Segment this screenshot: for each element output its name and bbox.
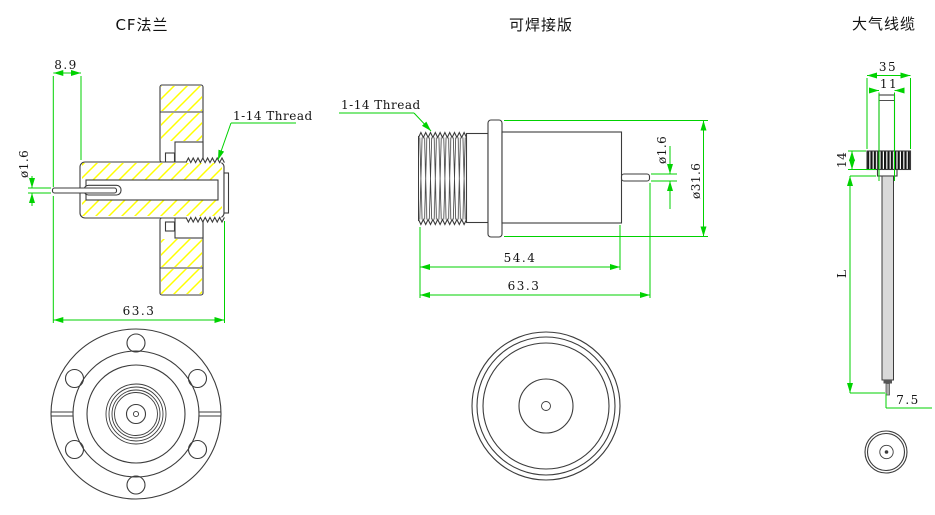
cf-side-view	[51, 84, 230, 296]
cable-front-pin	[884, 450, 889, 454]
cf-body-hatch-bottom	[82, 200, 222, 216]
cable-dim-pin-length: 7.5	[896, 393, 920, 407]
cf-dimensions: 8.9 ø1.6 63.3 1-14 Thread	[17, 58, 313, 323]
cf-thread-label: 1-14 Thread	[233, 109, 313, 123]
weldable-dim-body-length: 54.4	[504, 251, 537, 265]
weldable-front-view	[471, 331, 621, 481]
weldable-center-pin	[620, 173, 651, 182]
cf-thread-teeth-bottom	[185, 216, 225, 224]
cf-bolt-holes	[64, 333, 208, 495]
cf-edge-notches	[51, 411, 221, 417]
weldable-dim-flange-diameter: ø31.6	[689, 163, 703, 199]
cable-front-outer-circle	[864, 430, 908, 474]
weldable-side-view	[418, 119, 651, 238]
cf-lower-flange-hatch	[161, 239, 202, 267]
weldable-pin-front	[541, 401, 551, 411]
cable-jacket	[881, 175, 894, 381]
weldable-dim-pin-diameter: ø1.6	[655, 136, 669, 164]
weldable-flange-disc	[487, 119, 503, 238]
cable-dim-tube-diameter: 11	[880, 77, 898, 91]
cf-center-socket	[125, 403, 147, 425]
weldable-dim-total-length: 63.3	[508, 279, 541, 293]
cable-connector-tube	[878, 94, 896, 152]
cable-ferrule	[883, 380, 892, 384]
cf-lower-bolt-section	[164, 221, 176, 232]
cf-upper-flange-hatch	[161, 86, 202, 111]
cf-thread-rings	[105, 383, 167, 445]
air-cable-title: 大气线缆	[852, 15, 916, 33]
weldable-drawing: 可焊接版 1-14 Thread ø1.6 ø31.6	[339, 16, 708, 481]
weldable-body	[501, 131, 623, 224]
cf-center-pin-front	[132, 410, 140, 418]
cf-flange-inner-circle	[72, 350, 200, 478]
weldable-outer-circle	[471, 331, 621, 481]
cf-dim-pin-diameter: ø1.6	[17, 150, 31, 178]
cf-rear-step	[223, 172, 230, 214]
air-cable-dimensions: 35 11 14 L 7.5	[835, 60, 932, 409]
weldable-title: 可焊接版	[509, 16, 573, 34]
cable-front-insulator	[879, 444, 894, 460]
cf-body-hatch-top	[82, 163, 222, 180]
cf-upper-bolt-section	[164, 152, 176, 163]
weldable-thread-teeth-top	[418, 131, 467, 139]
weldable-neck	[465, 132, 489, 224]
cf-flange-outer-circle	[50, 328, 222, 500]
weldable-dimensions: 1-14 Thread ø1.6 ø31.6 54.4 63.3	[339, 98, 708, 298]
weldable-thread-section	[418, 136, 467, 221]
cf-center-pin	[51, 187, 118, 194]
weldable-thread-label: 1-14 Thread	[341, 98, 421, 112]
weldable-thread-teeth-bottom	[418, 218, 467, 226]
cf-dim-total-length: 63.3	[123, 304, 156, 318]
cf-flange-title: CF法兰	[115, 16, 168, 34]
cf-dim-pin-protrusion: 8.9	[54, 58, 78, 72]
cf-flange-drawing: CF法兰	[17, 16, 313, 500]
weldable-insulator-circle	[518, 378, 574, 434]
air-cable-side-view	[866, 94, 912, 396]
cable-dim-nut-height: 14	[835, 152, 849, 168]
cable-dim-length: L	[835, 270, 849, 278]
cable-dim-nut-width: 35	[879, 60, 897, 74]
air-cable-drawing: 大气线缆 35 11 14	[835, 15, 932, 474]
cable-end-pin	[885, 383, 890, 396]
air-cable-front-view	[864, 430, 908, 474]
cable-knurl-texture	[866, 150, 911, 170]
cf-front-view	[50, 328, 222, 500]
